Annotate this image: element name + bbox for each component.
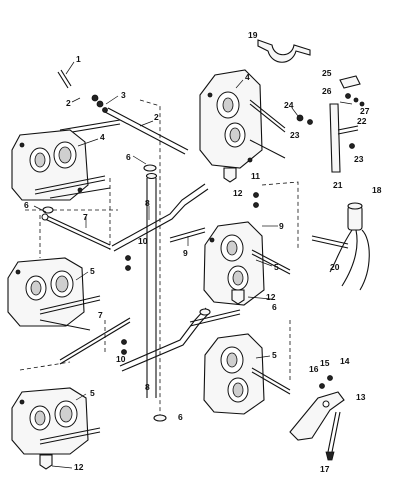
callout-7: 7 bbox=[83, 212, 88, 222]
callout-6: 6 bbox=[126, 152, 131, 162]
callout-5: 5 bbox=[90, 266, 95, 276]
callout-23: 23 bbox=[354, 154, 364, 164]
callout-20: 20 bbox=[330, 262, 340, 272]
link-7-lower bbox=[59, 317, 131, 365]
rod-20 bbox=[311, 235, 349, 249]
carburetor-body-middle-right bbox=[203, 221, 291, 306]
rod-8-upper bbox=[145, 172, 158, 398]
callout-23: 23 bbox=[290, 130, 300, 140]
callout-labels: 1 2 3 2 4 4 6 6 6 6 7 7 8 8 9 9 10 10 11… bbox=[24, 30, 382, 474]
callout-16: 16 bbox=[309, 364, 319, 374]
callout-6: 6 bbox=[272, 302, 277, 312]
callout-25: 25 bbox=[322, 68, 332, 78]
link-7-upper bbox=[41, 213, 111, 250]
carburetor-body-upper-left bbox=[11, 129, 111, 201]
callout-1: 1 bbox=[76, 54, 81, 64]
callout-12: 12 bbox=[266, 292, 276, 302]
callout-11: 11 bbox=[251, 171, 260, 181]
clip-6-set bbox=[42, 164, 211, 422]
callout-19: 19 bbox=[248, 30, 258, 40]
callout-5: 5 bbox=[272, 350, 277, 360]
callout-26: 26 bbox=[322, 86, 332, 96]
callout-7: 7 bbox=[98, 310, 103, 320]
callout-18: 18 bbox=[372, 185, 382, 195]
fitting-10-11 bbox=[121, 192, 259, 355]
callout-15: 15 bbox=[320, 358, 330, 368]
callout-5: 5 bbox=[90, 388, 95, 398]
callout-4: 4 bbox=[100, 132, 105, 142]
callout-22: 22 bbox=[357, 116, 367, 126]
fitting-25-26-27 bbox=[339, 75, 365, 107]
callout-24: 24 bbox=[284, 100, 294, 110]
carburetor-body-lower-left bbox=[11, 387, 101, 455]
shaft-9 bbox=[169, 227, 241, 327]
carburetor-body-middle-left bbox=[7, 257, 101, 331]
callout-12: 12 bbox=[233, 188, 243, 198]
callout-9: 9 bbox=[183, 248, 188, 258]
clamp-19 bbox=[257, 39, 311, 63]
callout-5: 5 bbox=[274, 262, 279, 272]
solenoid-18 bbox=[329, 202, 370, 291]
callout-14: 14 bbox=[340, 356, 350, 366]
fastener-3 bbox=[91, 94, 108, 113]
callout-2: 2 bbox=[66, 98, 71, 108]
callout-17: 17 bbox=[320, 464, 330, 474]
carburetor-body-lower-right bbox=[203, 333, 291, 415]
callout-21: 21 bbox=[333, 180, 343, 190]
callout-4: 4 bbox=[245, 72, 250, 82]
carburetor-body-upper-right bbox=[199, 69, 286, 169]
leader-lines bbox=[33, 61, 353, 469]
callout-8: 8 bbox=[145, 198, 150, 208]
callout-6: 6 bbox=[24, 200, 29, 210]
callout-6: 6 bbox=[178, 412, 183, 422]
callout-13: 13 bbox=[356, 392, 366, 402]
bracket-12-set bbox=[39, 167, 245, 470]
pin-1 bbox=[57, 69, 72, 89]
callout-10: 10 bbox=[138, 236, 148, 246]
callout-9: 9 bbox=[279, 221, 284, 231]
curved-link-lower bbox=[119, 307, 211, 372]
callout-10: 10 bbox=[116, 354, 126, 364]
callout-27: 27 bbox=[360, 106, 370, 116]
bracket-21 bbox=[296, 103, 359, 173]
curved-link-upper bbox=[111, 183, 209, 252]
callout-8: 8 bbox=[145, 382, 150, 392]
callout-3: 3 bbox=[121, 90, 126, 100]
callout-2: 2 bbox=[154, 112, 159, 122]
lever-13 bbox=[289, 375, 345, 461]
callout-12: 12 bbox=[74, 462, 84, 472]
